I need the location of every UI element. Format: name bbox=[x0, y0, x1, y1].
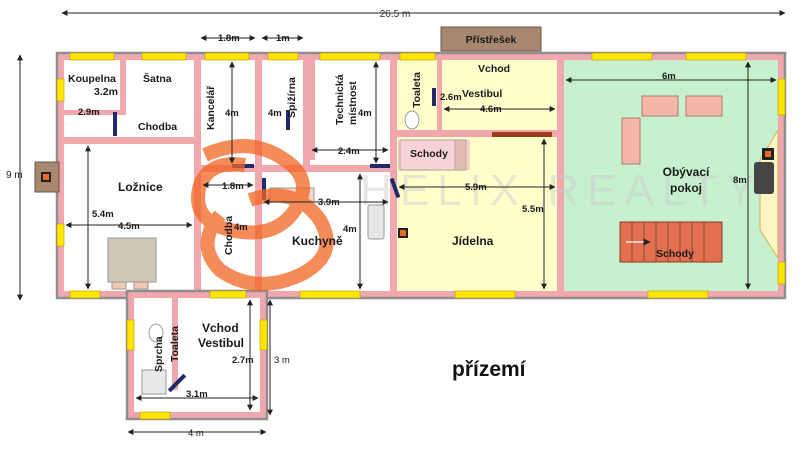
dim-annex-height: 3 m bbox=[274, 355, 290, 366]
dim-kuchyne-h: 4m bbox=[343, 224, 357, 235]
koupelna-label: Koupelna bbox=[68, 73, 116, 85]
dim-loznice-h: 5.4m bbox=[92, 209, 114, 220]
vchod-bottom-label: Vchod bbox=[202, 321, 239, 335]
dim-technicka-w: 2.4m bbox=[338, 146, 360, 157]
dim-loznice-w: 4.5m bbox=[118, 221, 140, 232]
dim-chodba-h: 4m bbox=[234, 222, 248, 233]
toaleta-top-label: Toaleta bbox=[411, 72, 423, 108]
technicka-label-2: místnost bbox=[347, 81, 359, 125]
kancelar-label: Kancelář bbox=[205, 85, 217, 130]
chodba-mid-label: Chodba bbox=[223, 216, 235, 255]
pristresek: Přístřešek bbox=[440, 26, 542, 52]
watermark: HELIX REALTY bbox=[191, 139, 763, 291]
loznice-label: Ložnice bbox=[118, 180, 163, 194]
dim-kancelar-h: 4m bbox=[225, 108, 239, 119]
dim-jidelna-h: 5.5m bbox=[522, 204, 544, 215]
dim-chodba-w: 1.8m bbox=[222, 181, 244, 192]
chimney-left bbox=[34, 161, 60, 193]
dim-spizirna-w: 1m bbox=[276, 33, 290, 44]
windows bbox=[56, 52, 786, 420]
room-labels: Koupelna 3.2m Šatna Chodba Kancelář Spiž… bbox=[68, 63, 710, 372]
toaleta-bottom-label: Toaleta bbox=[169, 326, 181, 362]
schody-small-label: Schody bbox=[410, 148, 448, 160]
jidelna-label: Jídelna bbox=[452, 234, 494, 248]
dimension-annotations: 1.8m 1m 2.9m 4m 4m 4m 2.4m 2.6m 4.6m 6m … bbox=[65, 33, 777, 439]
floor-title: přízemí bbox=[452, 358, 526, 381]
dim-kuchyne-w: 3.9m bbox=[318, 197, 340, 208]
schody-big-label: Schody bbox=[656, 248, 694, 260]
dim-vestibul-w: 4.6m bbox=[480, 104, 502, 115]
door-markers bbox=[113, 88, 552, 393]
dim-kancelar-w: 1.8m bbox=[218, 33, 240, 44]
stairs-small bbox=[398, 140, 470, 170]
total-width-label: 26.5 m bbox=[380, 9, 411, 20]
sprcha-label: Sprcha bbox=[153, 336, 165, 372]
obyvaci-label-2: pokoj bbox=[670, 181, 702, 195]
dim-annex-width: 4 m bbox=[188, 428, 204, 439]
dimension-total-width: 26.5 m bbox=[61, 9, 786, 20]
fireplace-right bbox=[754, 128, 779, 260]
koupelna-dim-label: 3.2m bbox=[94, 86, 118, 98]
total-height-label: 9 m bbox=[6, 170, 23, 181]
pristresek-label: Přístřešek bbox=[466, 34, 517, 46]
dim-annex-inner-h: 2.7m bbox=[232, 355, 254, 366]
obyvaci-label-1: Obývací bbox=[663, 165, 710, 179]
dim-spizirna-h: 4m bbox=[268, 108, 282, 119]
technicka-label-1: Technická bbox=[334, 74, 346, 125]
annex-wall bbox=[172, 298, 178, 390]
watermark-text: HELIX REALTY bbox=[360, 166, 763, 215]
vestibul-top-label: Vestibul bbox=[462, 88, 502, 100]
dim-koupelna-h: 2.9m bbox=[78, 107, 100, 118]
vchod-top-label: Vchod bbox=[478, 63, 510, 75]
kuchyne-label: Kuchyně bbox=[292, 234, 343, 248]
spizirna-label: Spižírna bbox=[286, 77, 298, 118]
dim-obyvaci-h: 8m bbox=[733, 175, 747, 186]
dim-obyvaci-w: 6m bbox=[662, 71, 676, 82]
stairs-living-room bbox=[619, 221, 723, 263]
dim-technicka-h: 4m bbox=[358, 108, 372, 119]
dimension-total-height: 9 m bbox=[6, 54, 23, 301]
jidelna-floor bbox=[397, 60, 557, 291]
dim-jidelna-w: 5.9m bbox=[465, 182, 487, 193]
vestibul-bottom-label: Vestibul bbox=[198, 336, 244, 350]
satna-label: Šatna bbox=[143, 72, 172, 85]
dim-annex-inner-w: 3.1m bbox=[186, 389, 208, 400]
chodba-top-label: Chodba bbox=[138, 121, 177, 133]
dim-toaleta-h: 2.6m bbox=[440, 92, 462, 103]
